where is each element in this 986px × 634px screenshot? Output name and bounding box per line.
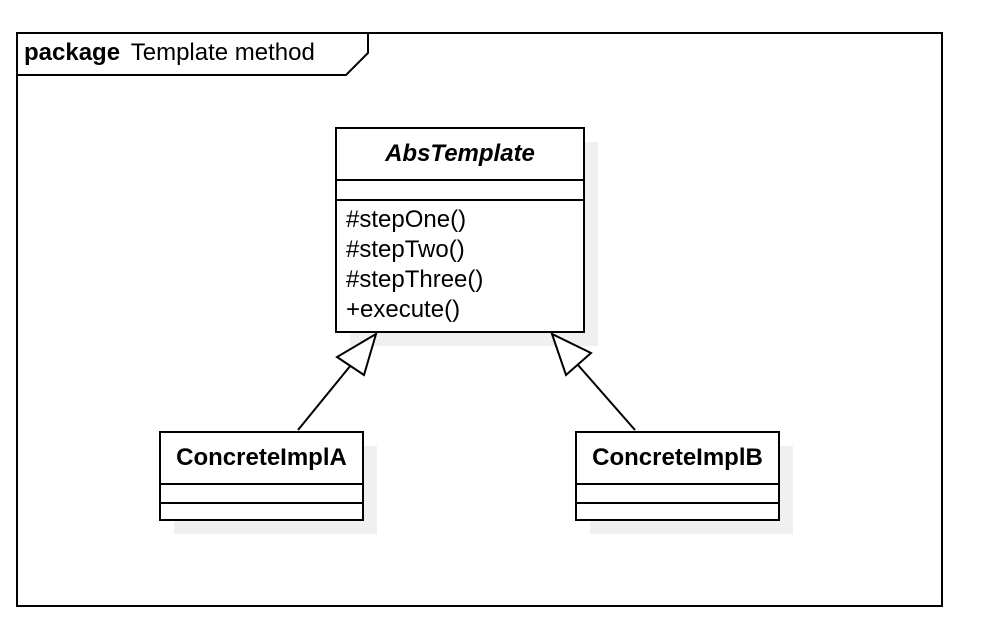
class-concrete-impl-a[interactable]: ConcreteImplA xyxy=(159,431,364,521)
package-name: Template method xyxy=(130,39,315,66)
class-attributes xyxy=(337,181,583,201)
class-attributes xyxy=(577,485,778,504)
operation-step-three: #stepThree() xyxy=(346,266,484,293)
generalization-arrowhead-a xyxy=(335,331,378,377)
package-frame xyxy=(16,32,943,607)
generalization-b xyxy=(550,332,636,431)
operation-step-two: #stepTwo() xyxy=(346,236,465,263)
class-concrete-impl-b[interactable]: ConcreteImplB xyxy=(575,431,780,521)
class-operations xyxy=(161,504,362,519)
class-attributes xyxy=(161,485,362,504)
class-abs-template[interactable]: AbsTemplate #stepOne() #stepTwo() #stepT… xyxy=(335,127,585,333)
class-operations: #stepOne() #stepTwo() #stepThree() +exec… xyxy=(337,201,583,325)
operation-execute: +execute() xyxy=(346,296,461,323)
class-name: AbsTemplate xyxy=(337,129,583,181)
class-name: ConcreteImplA xyxy=(161,433,362,485)
package-keyword: package xyxy=(24,39,121,66)
class-name: ConcreteImplB xyxy=(577,433,778,485)
generalization-a xyxy=(297,331,378,431)
class-operations xyxy=(577,504,778,519)
generalization-arrowhead-b xyxy=(550,332,593,377)
operation-step-one: #stepOne() xyxy=(346,206,467,233)
package-label: package Template method xyxy=(24,38,315,68)
package-tab xyxy=(16,32,369,76)
